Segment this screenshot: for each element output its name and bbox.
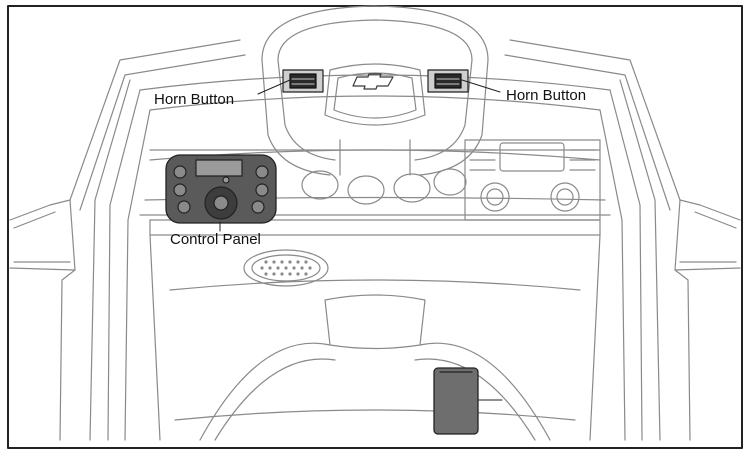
image-frame [7,5,743,449]
foot-pedal[interactable] [433,367,479,435]
leader-horn-left [257,79,291,95]
horn-button-left[interactable] [282,69,324,93]
leader-horn-right [461,79,501,93]
center-console [464,139,601,221]
bowtie-logo [352,73,394,90]
horn-button-right-label: Horn Button [506,87,587,104]
left-door [9,39,246,441]
steering-wheel [261,5,489,176]
control-panel[interactable] [165,154,277,224]
horn-button-right[interactable] [427,69,469,93]
gauge-cluster [301,168,467,205]
control-panel-label: Control Panel [170,231,261,248]
horn-button-left-label: Horn Button [154,91,235,108]
speaker-grille [243,249,329,287]
right-door [504,39,741,441]
windshield-edge [139,74,611,91]
floor-area [149,234,601,441]
